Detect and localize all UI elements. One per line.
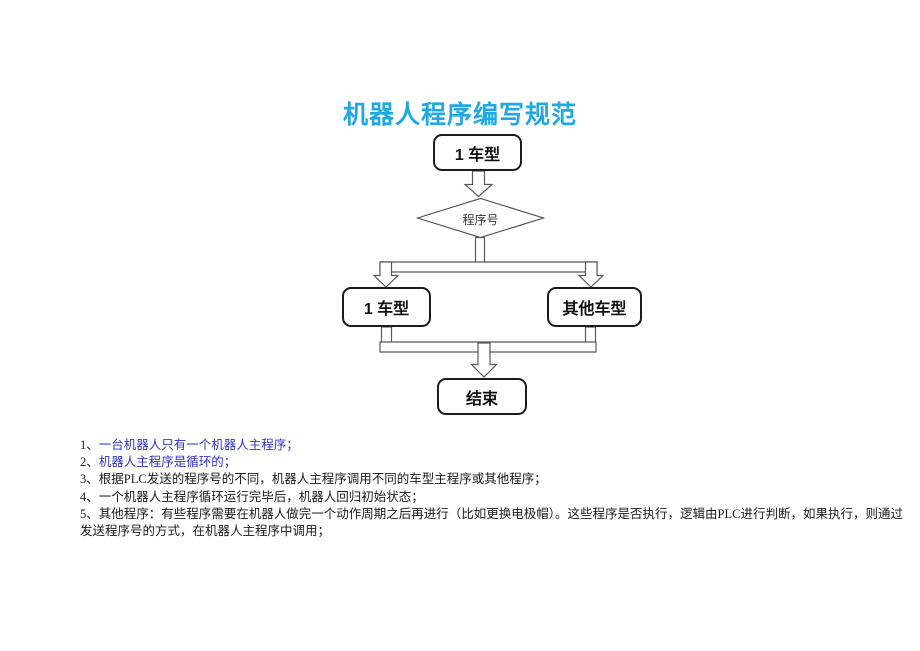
note-item: 3、根据PLC发送的程序号的不同，机器人主程序调用不同的车型主程序或其他程序；	[80, 471, 912, 488]
connector-split-bar	[379, 261, 598, 273]
note-number: 1、	[80, 438, 99, 452]
note-item: 5、其他程序：有些程序需要在机器人做完一个动作周期之后再进行（比如更换电极帽）。…	[80, 506, 912, 540]
connector-arrow-bottom	[470, 342, 498, 378]
decision-diamond-shape	[415, 197, 546, 239]
flowchart-node-label: 结束	[465, 390, 498, 408]
flowchart-node-start-model: 1 车型	[433, 134, 522, 171]
page-title: 机器人程序编写规范	[342, 102, 577, 129]
note-number: 2、	[80, 455, 99, 470]
note-item: 4、一个机器人主程序循环运行完毕后，机器人回归初始状态；	[80, 489, 912, 506]
note-text: 一台机器人只有一个机器人主程序；	[98, 438, 299, 452]
note-text: 其他程序：有些程序需要在机器人做完一个动作周期之后再进行（比如更换电极帽）。这些…	[80, 506, 903, 539]
note-number: 3、	[80, 472, 99, 487]
flowchart-node-end: 结束	[437, 378, 527, 415]
connector-arrow-top	[463, 170, 494, 198]
note-text: 一个机器人主程序循环运行完毕后，机器人回归初始状态；	[98, 489, 424, 504]
flowchart-node-label: 其他车型	[562, 301, 627, 318]
flowchart-node-label: 1 车型	[363, 301, 410, 318]
note-number: 5、	[80, 506, 99, 521]
notes-list: 1、一台机器人只有一个机器人主程序； 2、机器人主程序是循环的； 3、根据PLC…	[80, 437, 912, 540]
flowchart-node-model-1: 1 车型	[342, 287, 431, 327]
flowchart-node-other-models: 其他车型	[547, 287, 642, 327]
note-number: 4、	[80, 489, 99, 504]
note-text: 机器人主程序是循环的；	[98, 455, 237, 470]
note-item: 1、一台机器人只有一个机器人主程序；	[80, 437, 912, 454]
note-text: 根据PLC发送的程序号的不同，机器人主程序调用不同的车型主程序或其他程序；	[98, 472, 547, 487]
flowchart-node-label: 1 车型	[454, 146, 501, 164]
note-item: 2、机器人主程序是循环的；	[80, 454, 912, 471]
connector-arrow-left	[372, 261, 400, 288]
connector-pipe-diamond	[474, 236, 486, 265]
flowchart-decision-label: 程序号	[462, 213, 499, 227]
connector-arrow-right	[577, 261, 605, 288]
